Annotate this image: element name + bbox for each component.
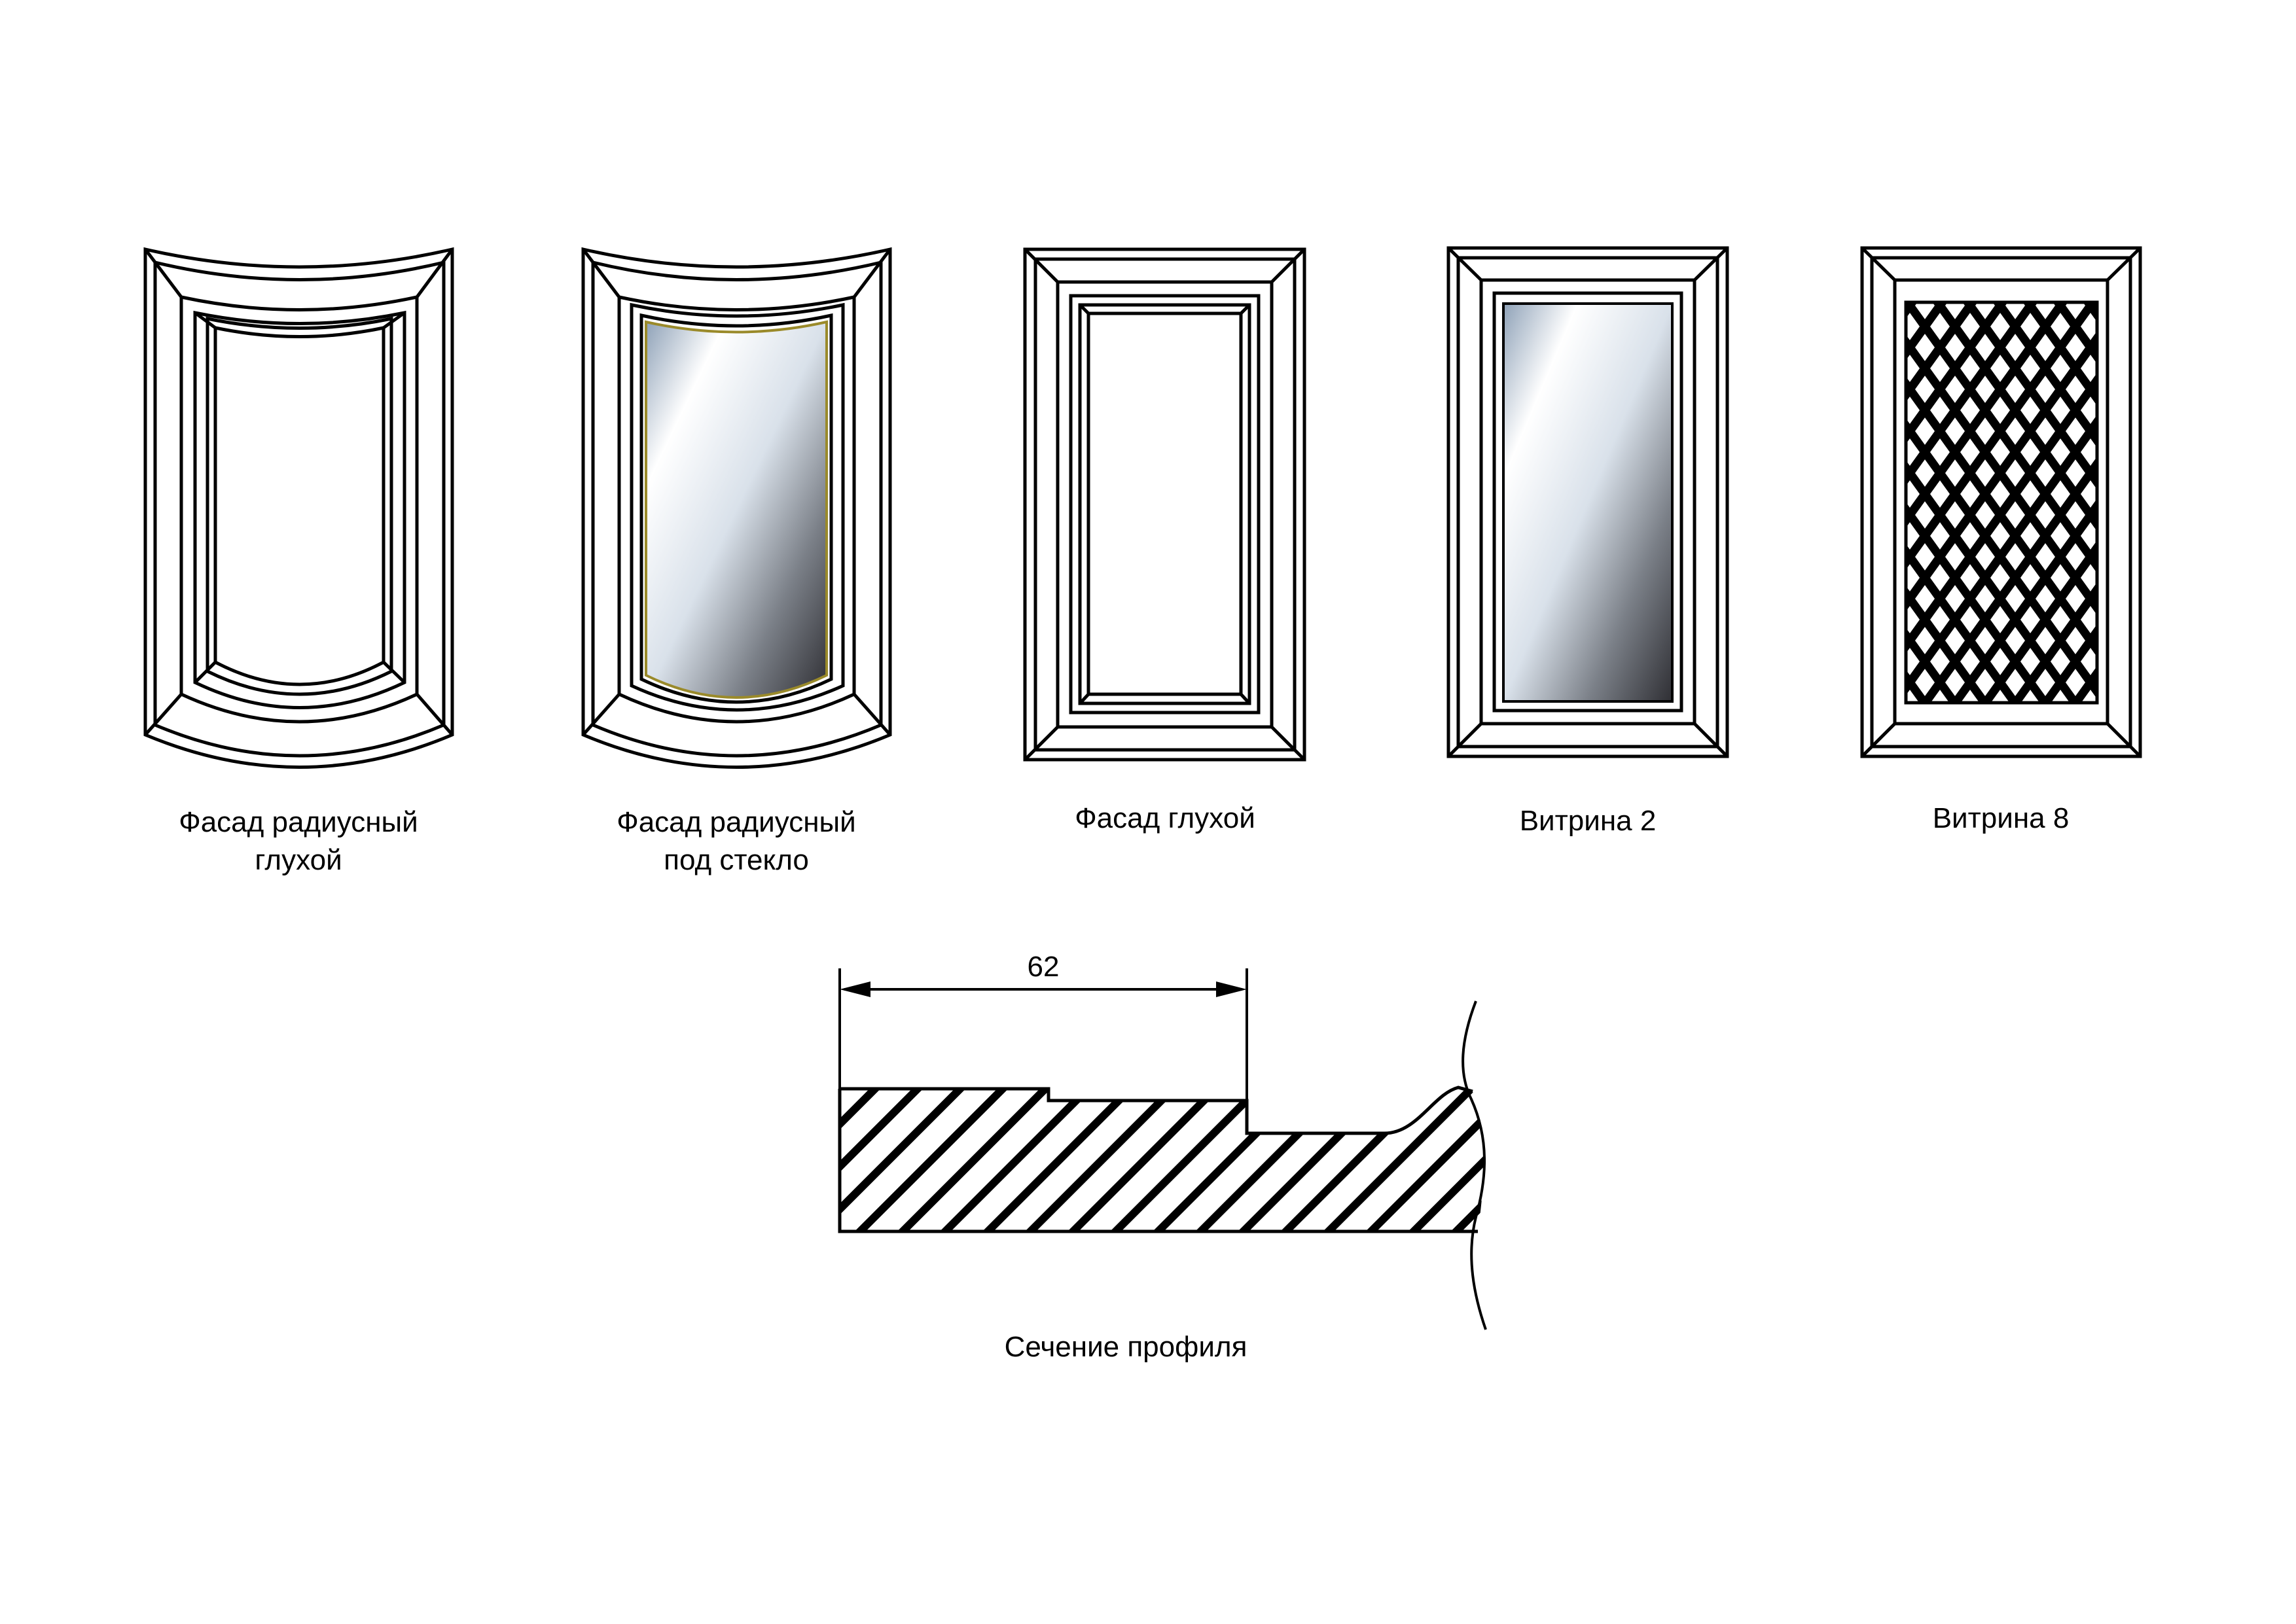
profile-caption: Сечение профиля [1004,1331,1247,1363]
break-line [1462,1000,1487,1330]
label-radius-glass: Фасад радиусный под стекло [617,806,856,876]
profile-section [838,968,1487,1330]
facade-vitrina-2 [1446,246,1729,758]
label-solid: Фасад глухой [1075,802,1255,834]
facade-radius-solid [143,247,454,769]
label-radius-solid: Фасад радиусный глухой [179,806,418,876]
glass-panel [645,320,828,699]
facade-solid [1023,247,1306,762]
label-vitrina-2: Витрина 2 [1519,805,1657,837]
facade-radius-glass [581,247,892,769]
label-vitrina-8: Витрина 8 [1932,802,2070,834]
profile-dimension: 62 [1028,951,1060,983]
facade-vitrina-8 [1860,246,2142,758]
